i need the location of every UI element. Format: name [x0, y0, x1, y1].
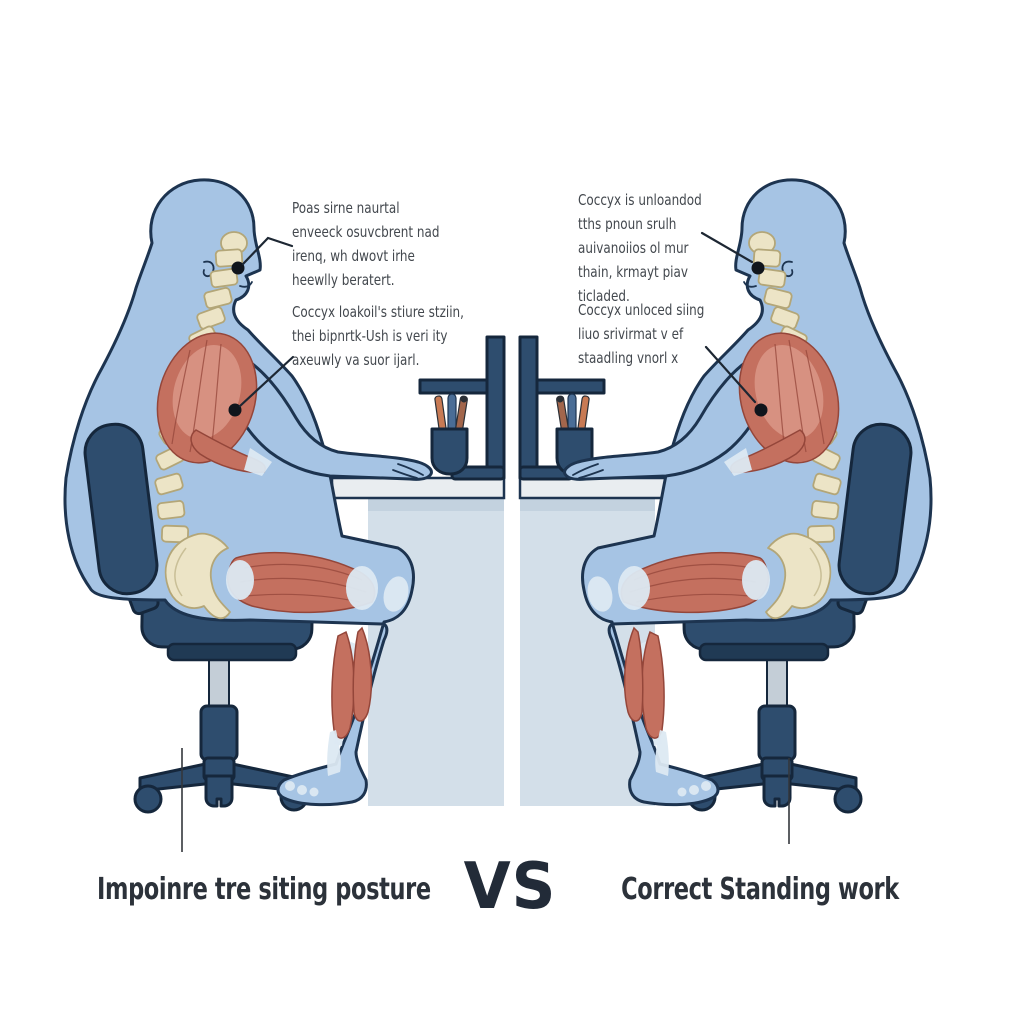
annotation-line: heewlly beratert.	[292, 271, 395, 289]
pen-cup-left	[430, 393, 469, 476]
annotation-line: Poas sirne naurtal	[292, 199, 400, 217]
annotation-line: Coccyx is unloandod	[578, 191, 702, 209]
annotation-dot-muscle	[228, 403, 242, 417]
annotation-line: staadling vnorl x	[578, 349, 679, 367]
pelvis-bone	[164, 532, 231, 620]
caption-left: Impoinre tre siting posture	[97, 872, 431, 907]
upper-arm-muscle	[190, 429, 272, 476]
thigh-muscle	[226, 551, 409, 614]
monitor-left	[418, 335, 506, 481]
annotation-line: enveeck osuvcbrent nad	[292, 223, 440, 241]
leader-line	[241, 236, 294, 266]
cup	[430, 427, 469, 476]
kneecap	[383, 576, 409, 612]
vs-label: VS	[463, 850, 557, 924]
annotation-dot-face	[231, 261, 245, 275]
annotation-line: thain, krmayt piav	[578, 263, 688, 281]
figure-left-sitting	[63, 178, 433, 814]
annotation-line: Coccyx unloced siing	[578, 301, 705, 319]
annotation-line: Coccyx loakoil's stiure stziin,	[292, 303, 464, 321]
annotation-left-1: Poas sirne naurtal enveeck osuvcbrent na…	[292, 196, 439, 292]
annotation-line: ticladed.	[578, 287, 630, 305]
leader-line	[704, 345, 757, 404]
chair-backrest	[83, 422, 159, 596]
annotation-right-2: Coccyx unloced siing liuo srivirmat v ef…	[578, 298, 704, 370]
monitor-right	[518, 335, 606, 481]
leader-line	[238, 355, 295, 408]
calf-muscles	[285, 626, 373, 797]
leader-line	[700, 231, 754, 264]
annotation-line: tths pnoun srulh	[578, 215, 677, 233]
chair-wheel	[133, 784, 163, 814]
annotation-right-1: Coccyx is unloandod tths pnoun srulh aui…	[578, 188, 702, 308]
annotation-line: irenq, wh dwovt irhe	[292, 247, 415, 265]
caption-right: Correct Standing work	[621, 872, 899, 907]
body-silhouette	[63, 178, 415, 807]
desk-top-left	[330, 476, 506, 500]
mouth-line	[239, 281, 253, 288]
desk-pedestal-left	[368, 497, 504, 806]
annotation-line: thei bipnrtk-Ush is veri ity	[292, 327, 448, 345]
annotation-line: axeuwly va suor ijarl.	[292, 351, 420, 369]
shoulder-muscle	[156, 332, 258, 464]
chair-seat-plate	[166, 642, 298, 662]
chair-piston	[208, 654, 230, 714]
annotation-left-2: Coccyx loakoil's stiure stziin, thei bip…	[292, 300, 464, 372]
leader-lines	[238, 231, 757, 408]
fingers	[392, 463, 424, 479]
annotation-line: liuo srivirmat v ef	[578, 325, 684, 343]
chair-caster	[204, 774, 234, 808]
annotation-line: auivanoiios ol mur	[578, 239, 689, 257]
